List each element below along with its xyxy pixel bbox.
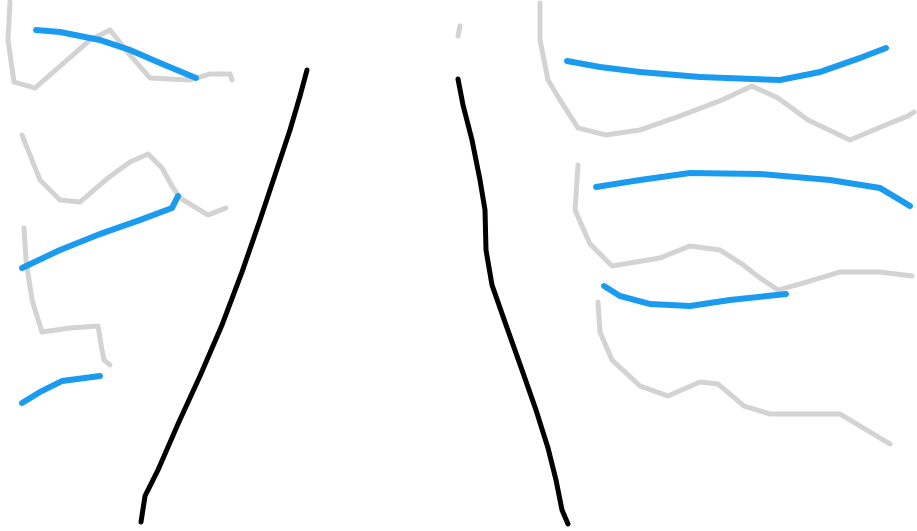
blue-stroke-right-middle bbox=[593, 170, 913, 209]
blue-stroke-right-lower bbox=[601, 283, 789, 309]
gray-stroke-left-middle bbox=[19, 132, 229, 218]
blue-highlight-strokes bbox=[19, 27, 913, 406]
gray-stroke-right-lower bbox=[595, 299, 893, 447]
gray-stroke-left-top bbox=[5, 0, 235, 91]
blue-stroke-left-top bbox=[33, 27, 199, 81]
gray-outline-strokes bbox=[5, 0, 917, 447]
black-line-right bbox=[455, 76, 571, 527]
black-line-left bbox=[138, 67, 310, 525]
blue-stroke-right-top bbox=[564, 45, 889, 83]
blue-stroke-left-lower bbox=[19, 373, 103, 406]
gray-stroke-left-lower bbox=[21, 225, 113, 368]
black-center-lines bbox=[138, 67, 571, 527]
gray-stroke-top-center-mark bbox=[455, 23, 463, 39]
blue-stroke-left-middle bbox=[19, 193, 181, 271]
gray-stroke-right-middle bbox=[572, 162, 915, 293]
gray-stroke-right-top bbox=[537, 0, 917, 143]
